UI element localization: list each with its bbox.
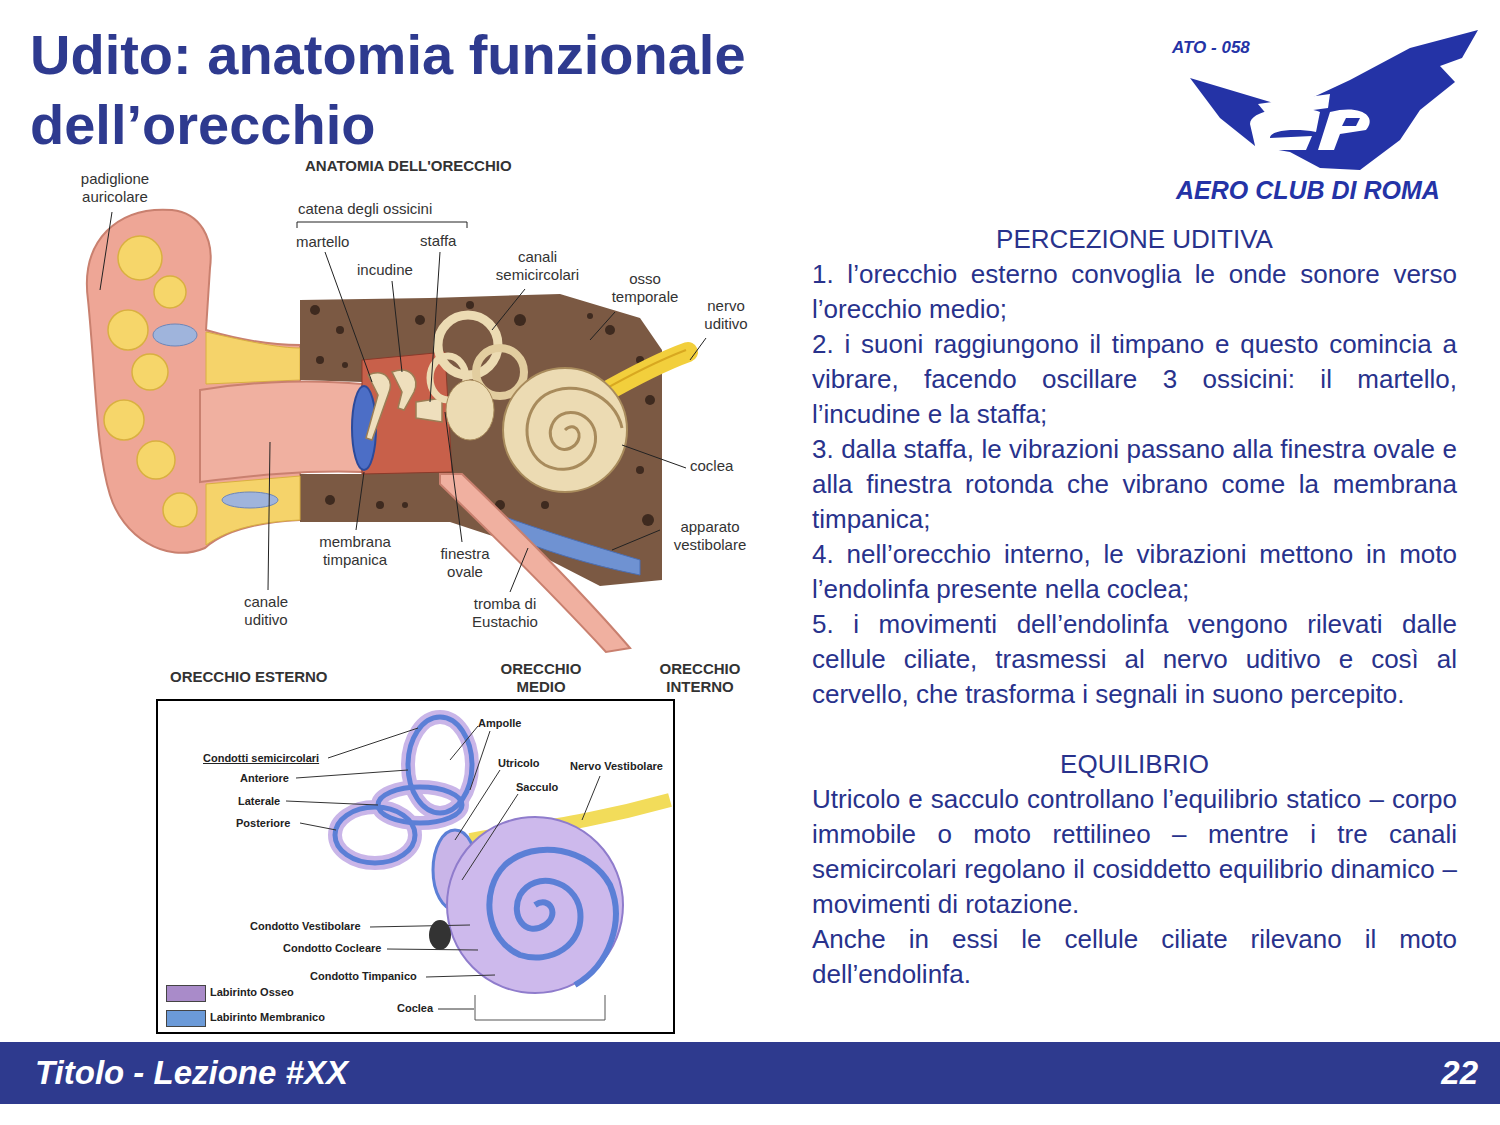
page-number: 22 xyxy=(1441,1054,1478,1092)
legend-text: Labirinto Membranico xyxy=(210,1011,325,1024)
part-label: osso temporale xyxy=(595,270,695,306)
part-label: catena degli ossicini xyxy=(298,200,432,218)
section-heading: PERCEZIONE UDITIVA xyxy=(812,222,1457,257)
text-column: PERCEZIONE UDITIVA1. l’orecchio esterno … xyxy=(812,222,1457,992)
part-label: Sacculo xyxy=(516,781,558,794)
paragraph: 5. i movimenti dell’endolinfa vengono ri… xyxy=(812,607,1457,712)
legend-text: Labirinto Osseo xyxy=(210,986,294,999)
logo-text: ATO - 058 xyxy=(1172,38,1250,58)
figure-title: ANATOMIA DELL'ORECCHIO xyxy=(305,157,512,175)
part-label: Laterale xyxy=(238,795,280,808)
part-label: Posteriore xyxy=(236,817,290,830)
ear-anatomy xyxy=(87,210,688,652)
part-label: finestra ovale xyxy=(425,545,505,581)
footer-band: Titolo - Lezione #XX 22 xyxy=(0,1042,1500,1104)
part-label: martello xyxy=(296,233,366,251)
region-label: ORECCHIO MEDIO xyxy=(486,660,596,696)
part-label: canale uditivo xyxy=(226,593,306,629)
region-label: ORECCHIO INTERNO xyxy=(645,660,755,696)
slide-title: Udito: anatomia funzionale dell’orecchio xyxy=(30,20,930,160)
part-label: Utricolo xyxy=(498,757,540,770)
part-label: Condotto Vestibolare xyxy=(250,920,361,933)
part-label: nervo uditivo xyxy=(695,297,757,333)
part-label: staffa xyxy=(420,232,480,250)
part-label: coclea xyxy=(690,457,750,475)
paragraph: 2. i suoni raggiungono il timpano e ques… xyxy=(812,327,1457,432)
part-label: incudine xyxy=(357,261,437,279)
part-label: tromba di Eustachio xyxy=(450,595,560,631)
paragraph: 3. dalla staffa, le vibrazioni passano a… xyxy=(812,432,1457,537)
part-label: membrana timpanica xyxy=(300,533,410,569)
part-label: canali semicircolari xyxy=(480,248,595,284)
leader-lines xyxy=(100,212,706,592)
paragraph: 4. nell’orecchio interno, le vibrazioni … xyxy=(812,537,1457,607)
logo-text: AERO CLUB DI ROMA xyxy=(1176,176,1440,205)
part-label: padiglione auricolare xyxy=(55,170,175,206)
region-label: ORECCHIO ESTERNO xyxy=(170,668,328,686)
paragraph: 1. l’orecchio esterno convoglia le onde … xyxy=(812,257,1457,327)
part-label: Condotto Timpanico xyxy=(310,970,417,983)
part-label: Anteriore xyxy=(240,772,289,785)
footer-title: Titolo - Lezione #XX xyxy=(35,1054,348,1092)
part-label: Nervo Vestibolare xyxy=(570,760,663,773)
labyrinth-inset xyxy=(157,700,674,1033)
part-label: Ampolle xyxy=(478,717,521,730)
legend-swatch xyxy=(166,1010,206,1027)
part-label: apparato vestibolare xyxy=(655,518,765,554)
section-heading: EQUILIBRIO xyxy=(812,747,1457,782)
part-label: Condotto Cocleare xyxy=(283,942,381,955)
paragraph: Anche in essi le cellule ciliate rilevan… xyxy=(812,922,1457,992)
part-label: Coclea xyxy=(397,1002,433,1015)
paragraph: Utricolo e sacculo controllano l’equilib… xyxy=(812,782,1457,922)
part-label: Condotti semicircolari xyxy=(203,752,319,765)
legend-swatch xyxy=(166,985,206,1002)
